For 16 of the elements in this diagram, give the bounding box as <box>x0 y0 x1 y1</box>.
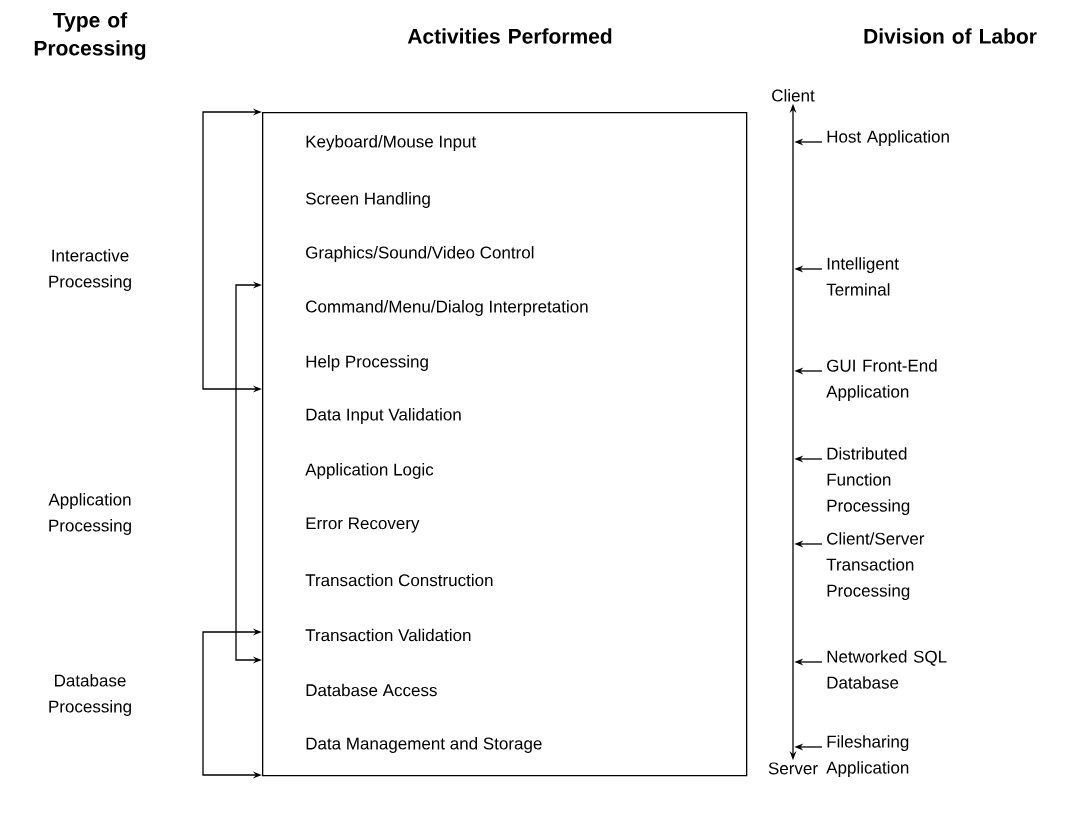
architecture-label: GUI Front-End Application <box>826 359 937 402</box>
column-heading: Activities Performed <box>407 28 612 44</box>
architecture-label: Distributed Function Processing <box>827 447 910 516</box>
axis-label: Client <box>772 89 815 102</box>
architecture-label: Client/Server Transaction Processing <box>826 532 925 601</box>
architecture-label: Host Application <box>827 130 949 147</box>
column-heading: Type of Processing <box>34 12 146 60</box>
column-heading: Division of Labor <box>864 28 1037 44</box>
architecture-label: Filesharing Application <box>826 735 909 778</box>
activity-box: Keyboard/Mouse Input Screen Handling Graphics/Sound/Video Control Command/Menu/Dialog Interpretation Help Processing Data Input Validation Application Logic Error Recovery Transaction Construction Transaction Validation Database Access Data Management and Storage <box>262 112 748 777</box>
architecture-label: Networked SQL Database <box>827 650 947 689</box>
architecture-label: Intelligent Terminal <box>826 257 899 296</box>
category-label: Database Processing <box>49 674 131 716</box>
category-label: Application Processing <box>48 493 131 535</box>
axis-label: Server <box>768 762 818 775</box>
category-label: Interactive Processing <box>49 249 131 291</box>
